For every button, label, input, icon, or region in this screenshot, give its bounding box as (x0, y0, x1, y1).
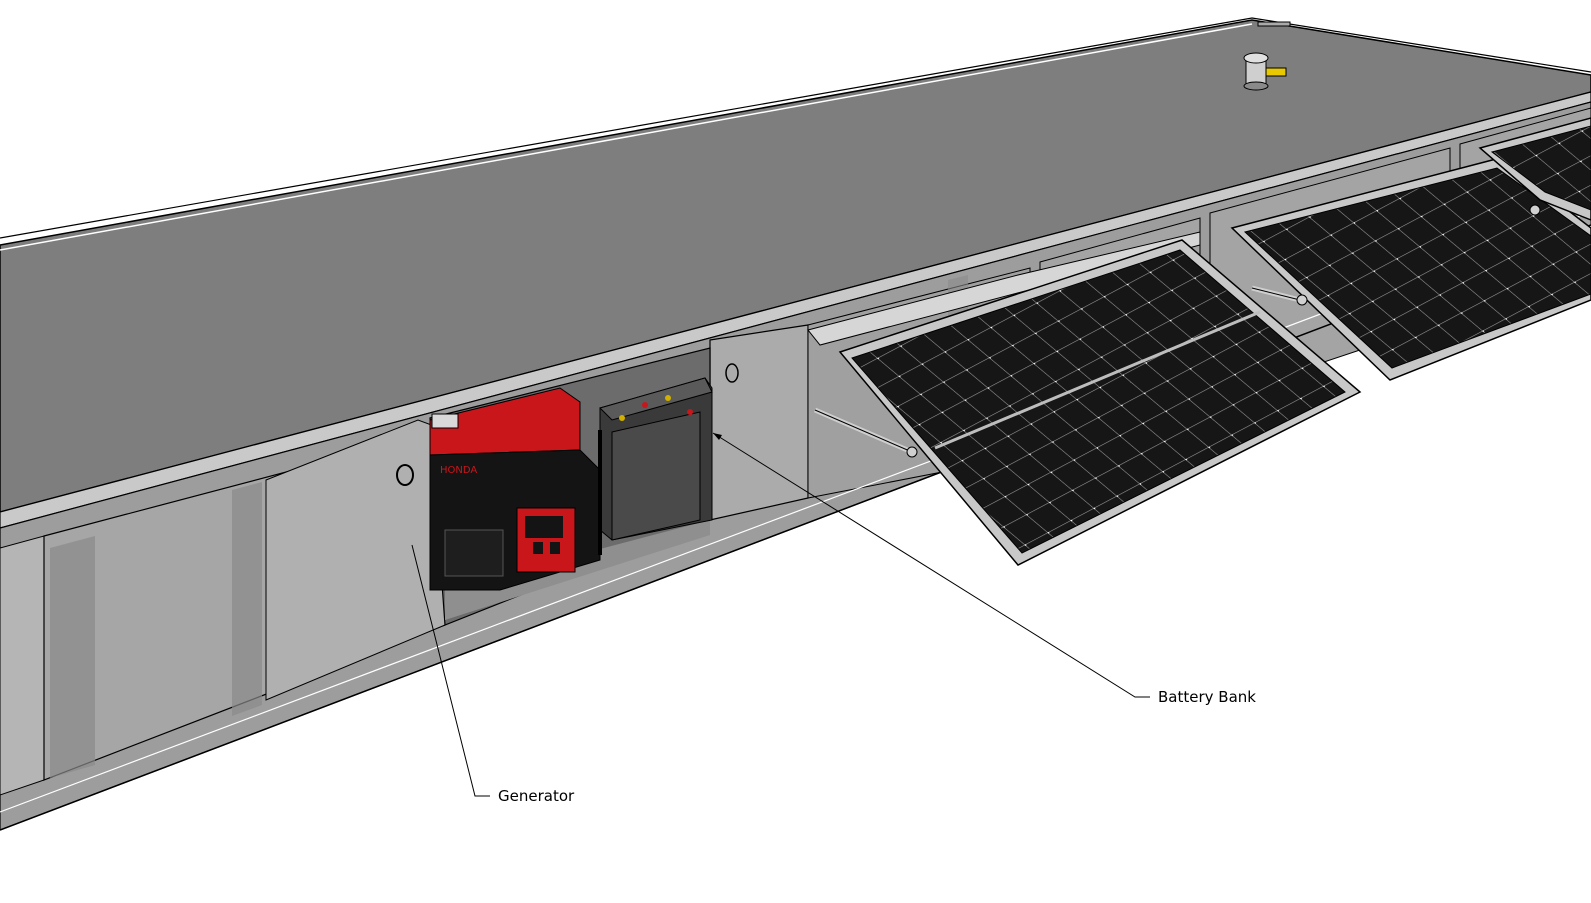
battery-bank-leader (712, 432, 1150, 698)
battery-bank-unit (598, 377, 713, 555)
roof-vent-icon (1243, 52, 1287, 91)
door-latch-icon (396, 363, 739, 486)
solar-panel-3 (1478, 117, 1591, 221)
solar-panel-1 (807, 231, 1362, 566)
generator-unit: HONDA (429, 387, 601, 591)
container-roof (0, 17, 1591, 513)
solar-panel-2 (1230, 157, 1591, 381)
battery-bank-label: Battery Bank (1158, 688, 1256, 706)
roof-edge (0, 91, 1591, 529)
generator-label: Generator (498, 787, 575, 805)
generator-leader (411, 544, 490, 797)
svg-text:HONDA: HONDA (440, 465, 477, 476)
